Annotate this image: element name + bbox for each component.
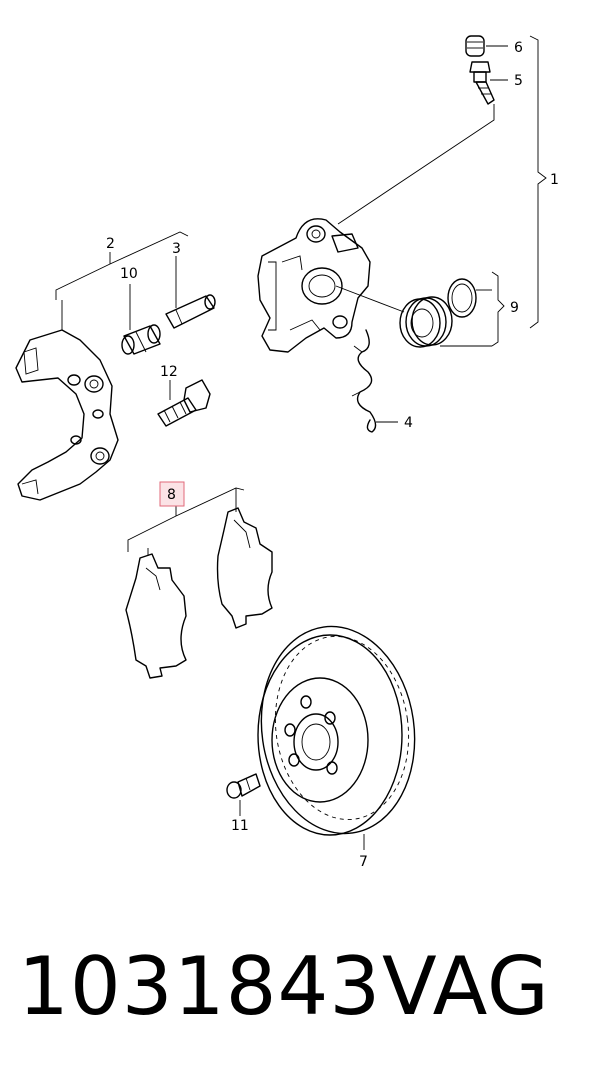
bleed-cap-part	[465, 35, 485, 57]
callout-9: 9	[510, 300, 519, 316]
wear-sensor-part	[351, 329, 377, 433]
callout-8-highlight	[159, 481, 185, 507]
brake-disc-part	[257, 625, 416, 836]
brake-exploded-diagram: 1 2 3 4 5 6 7 8 9 10 11 12	[15, 35, 559, 870]
callout-6: 6	[514, 40, 523, 56]
caliper-housing-part	[257, 218, 371, 353]
brake-pads-part	[125, 507, 273, 679]
callout-5: 5	[514, 73, 523, 89]
callout-4: 4	[404, 415, 413, 431]
callout-11: 11	[231, 818, 249, 834]
callout-8: 8	[167, 487, 176, 503]
callout-3: 3	[172, 241, 181, 257]
disc-screw-part	[226, 773, 261, 799]
guide-bush-part	[121, 324, 161, 355]
callout-7: 7	[359, 854, 368, 870]
callout-10: 10	[120, 266, 138, 282]
piston-seal-kit-part	[399, 278, 477, 348]
leader-lines	[55, 35, 547, 850]
footer: 1031843 VAG	[0, 932, 600, 1042]
callout-12: 12	[160, 364, 178, 380]
caliper-carrier-part	[15, 329, 119, 501]
guide-bolt-part	[157, 379, 211, 427]
callout-2: 2	[106, 236, 115, 252]
part-number: 1031843	[18, 940, 382, 1033]
bleed-screw-part	[469, 61, 495, 105]
callout-1: 1	[550, 172, 559, 188]
guide-pin-part	[165, 294, 216, 329]
brand-name: VAG	[382, 940, 550, 1033]
